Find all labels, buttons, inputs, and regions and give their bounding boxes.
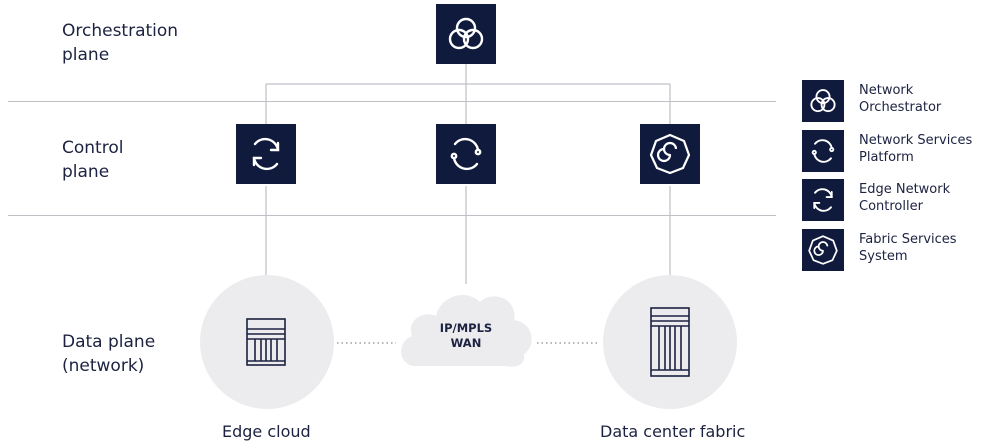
fabric-services-icon	[802, 229, 844, 271]
legend-label: Fabric Services System	[859, 232, 957, 264]
wan-cloud	[401, 294, 532, 367]
data-center-rack-icon	[650, 307, 690, 377]
edge-network-controller-icon	[236, 124, 296, 184]
edge-controller-icon	[802, 179, 844, 221]
fabric-services-system-icon	[640, 124, 700, 184]
orchestration-divider	[8, 101, 776, 102]
services-platform-icon	[802, 130, 844, 172]
network-services-platform-icon	[436, 124, 496, 184]
legend-label: Edge Network Controller	[859, 182, 951, 214]
network-orchestrator-icon	[436, 4, 496, 64]
legend-label: Network Services Platform	[859, 133, 973, 165]
orchestrator-icon	[802, 80, 844, 122]
orchestration-plane-label: Orchestration plane	[62, 21, 179, 65]
legend-label: Network Orchestrator	[859, 83, 942, 115]
edge-cloud-site	[200, 275, 334, 409]
edge-cloud-rack-icon	[246, 318, 286, 366]
data-plane-label: Data plane (network)	[62, 332, 156, 376]
control-divider	[8, 215, 776, 216]
control-plane-label: Control plane	[62, 138, 124, 182]
wan-label: IP/MPLS WAN	[439, 321, 493, 350]
edge-cloud-label: Edge cloud	[222, 422, 311, 441]
data-center-fabric-label: Data center fabric	[600, 422, 746, 441]
